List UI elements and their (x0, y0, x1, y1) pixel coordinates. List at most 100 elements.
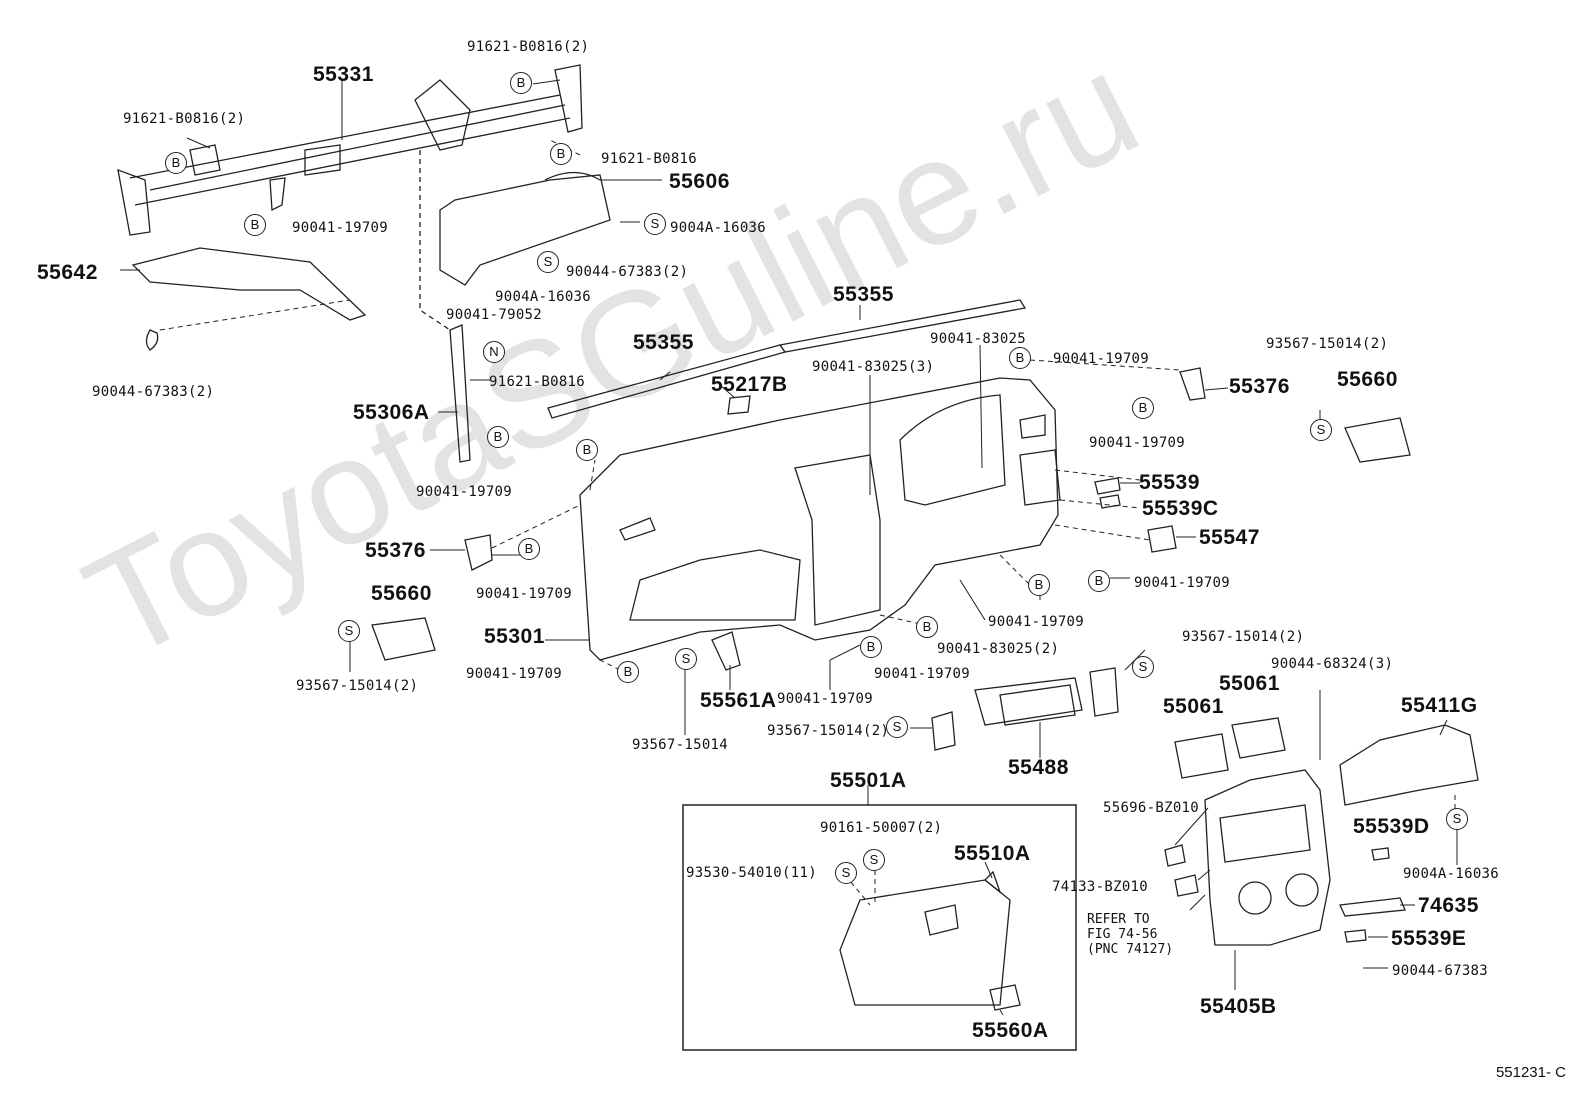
part-label-55660-b: 55660 (371, 582, 432, 605)
part-label-93567-15014-e: 93567-15014 (632, 737, 729, 753)
bolt-marker: B (916, 616, 938, 638)
part-label-91621-b0816-left: 91621-B0816(2) (123, 111, 246, 127)
screw-marker: S (1132, 656, 1154, 678)
part-label-55696-bz010: 55696-BZ010 (1103, 800, 1200, 816)
part-label-55355-a: 55355 (633, 331, 694, 354)
part-label-55539c: 55539C (1142, 497, 1219, 520)
part-label-55539: 55539 (1139, 471, 1200, 494)
bolt-marker: B (576, 439, 598, 461)
part-label-55411g: 55411G (1401, 694, 1478, 717)
bolt-marker: B (1088, 570, 1110, 592)
meter-hood (1339, 724, 1479, 806)
center-register-right (1231, 717, 1286, 759)
part-label-55331: 55331 (313, 63, 374, 86)
glove-box (839, 870, 1021, 1011)
cover-55547 (1147, 525, 1177, 553)
part-label-90041-19709-j: 90041-19709 (777, 691, 874, 707)
screw-marker: S (886, 716, 908, 738)
part-label-55376-b: 55376 (365, 539, 426, 562)
part-label-55561a: 55561A (700, 689, 777, 712)
part-label-74133-bz010: 74133-BZ010 (1052, 879, 1149, 895)
bolt-marker: B (510, 72, 532, 94)
part-label-93567-15014-d: 93567-15014(2) (767, 723, 890, 739)
part-label-90041-83025: 90041-83025 (930, 331, 1027, 347)
screw-marker: S (1446, 808, 1468, 830)
bracket-55561a (711, 631, 741, 671)
part-label-55355-b: 55355 (833, 283, 894, 306)
part-label-55547: 55547 (1199, 526, 1260, 549)
part-label-90041-19709-d: 90041-19709 (416, 484, 513, 500)
bolt-marker: B (550, 143, 572, 165)
part-label-93567-15014-c: 93567-15014(2) (1182, 629, 1305, 645)
part-label-55560a: 55560A (972, 1019, 1049, 1042)
part-label-90041-19709-b: 90041-19709 (1053, 351, 1150, 367)
instrument-panel (579, 377, 1061, 661)
radio-bracket-box (931, 667, 1119, 751)
screw-marker: S (675, 648, 697, 670)
center-brace (419, 150, 471, 463)
part-label-90041-83025-3: 90041-83025(3) (812, 359, 935, 375)
knee-bracket (131, 247, 367, 351)
part-label-9004a-16036-b: 9004A-16036 (495, 289, 592, 305)
part-label-9004a-16036-a: 9004A-16036 (670, 220, 767, 236)
part-label-55376-a: 55376 (1229, 375, 1290, 398)
part-label-90161-50007: 90161-50007(2) (820, 820, 943, 836)
cover-55539e (1344, 929, 1367, 943)
part-label-93567-15014-a: 93567-15014(2) (1266, 336, 1389, 352)
part-label-90041-83025-2: 90041-83025(2) (937, 641, 1060, 657)
bolt-marker: B (860, 636, 882, 658)
reinforcement-beam (117, 64, 583, 236)
part-label-55642: 55642 (37, 261, 98, 284)
plate-74635 (1339, 897, 1406, 917)
defroster-garnish (547, 299, 1027, 419)
part-label-91621-b0816-mid: 91621-B0816 (489, 374, 586, 390)
clip-74133 (1174, 874, 1199, 897)
part-label-91621-b0816-right: 91621-B0816 (601, 151, 698, 167)
switch-hole-cover-c (1099, 494, 1121, 509)
part-label-55539d: 55539D (1353, 815, 1430, 838)
part-label-9004a-16036-c: 9004A-16036 (1403, 866, 1500, 882)
part-label-90041-19709-a: 90041-19709 (292, 220, 389, 236)
part-label-55510a: 55510A (954, 842, 1031, 865)
bolt-marker: B (1132, 397, 1154, 419)
bolt-marker: B (1028, 574, 1050, 596)
bolt-marker: B (165, 152, 187, 174)
screw-marker: S (863, 849, 885, 871)
part-label-55606: 55606 (669, 170, 730, 193)
clip-55696 (1164, 844, 1186, 867)
bolt-marker: B (518, 538, 540, 560)
glove-box-frame (682, 804, 1077, 1051)
cover-55539d (1371, 847, 1390, 861)
side-register-right (1344, 417, 1411, 463)
part-label-55405b: 55405B (1200, 995, 1277, 1018)
part-label-90041-79052: 90041-79052 (446, 307, 543, 323)
screw-marker: S (835, 862, 857, 884)
part-label-90041-19709-e: 90041-19709 (1134, 575, 1231, 591)
part-label-55061-right: 55061 (1219, 672, 1280, 695)
side-bracket-left (464, 534, 493, 571)
screw-marker: S (338, 620, 360, 642)
part-label-90041-19709-f: 90041-19709 (476, 586, 573, 602)
part-label-90041-19709-h: 90041-19709 (466, 666, 563, 682)
heater-duct (439, 171, 611, 286)
part-label-90044-67383-c: 90044-67383 (1392, 963, 1489, 979)
part-label-55501a: 55501A (830, 769, 907, 792)
screw-marker: S (644, 213, 666, 235)
bolt-marker: B (1009, 347, 1031, 369)
part-label-93567-15014-b: 93567-15014(2) (296, 678, 419, 694)
switch-hole-cover (1094, 477, 1121, 495)
part-label-93530-54010: 93530-54010(11) (686, 865, 817, 881)
side-bracket-right (1179, 367, 1206, 401)
part-label-55306a: 55306A (353, 401, 430, 424)
center-register-left (1174, 733, 1229, 779)
part-label-55539e: 55539E (1391, 927, 1467, 950)
nut-marker: N (483, 341, 505, 363)
screw-marker: S (537, 251, 559, 273)
part-label-90041-19709-i: 90041-19709 (874, 666, 971, 682)
bolt-marker: B (617, 661, 639, 683)
part-label-55488: 55488 (1008, 756, 1069, 779)
part-label-55061-left: 55061 (1163, 695, 1224, 718)
part-label-90041-19709-c: 90041-19709 (1089, 435, 1186, 451)
